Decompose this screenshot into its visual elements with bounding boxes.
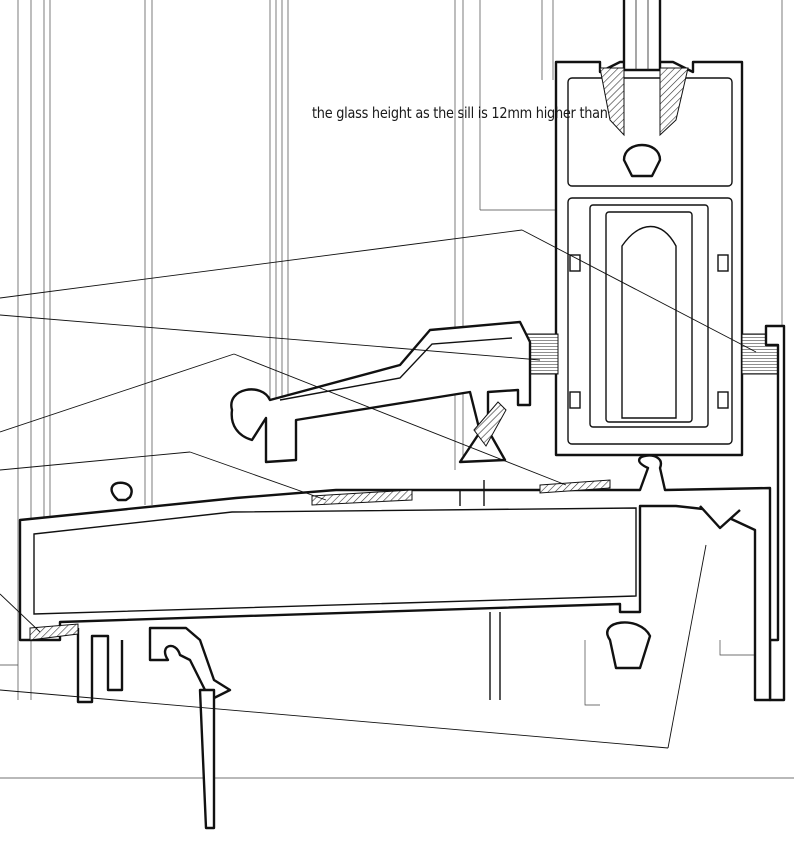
drain-cover-profile xyxy=(230,320,532,464)
leader-lines xyxy=(0,229,757,749)
frame-guide-lines xyxy=(0,0,794,779)
vertical-glass-profile xyxy=(554,0,744,457)
annotation-text: the glass height as the sill is 12mm hig… xyxy=(312,104,608,122)
sill-profile xyxy=(18,454,772,830)
annotation-note: the glass height as the sill is 12mm hig… xyxy=(312,103,656,122)
